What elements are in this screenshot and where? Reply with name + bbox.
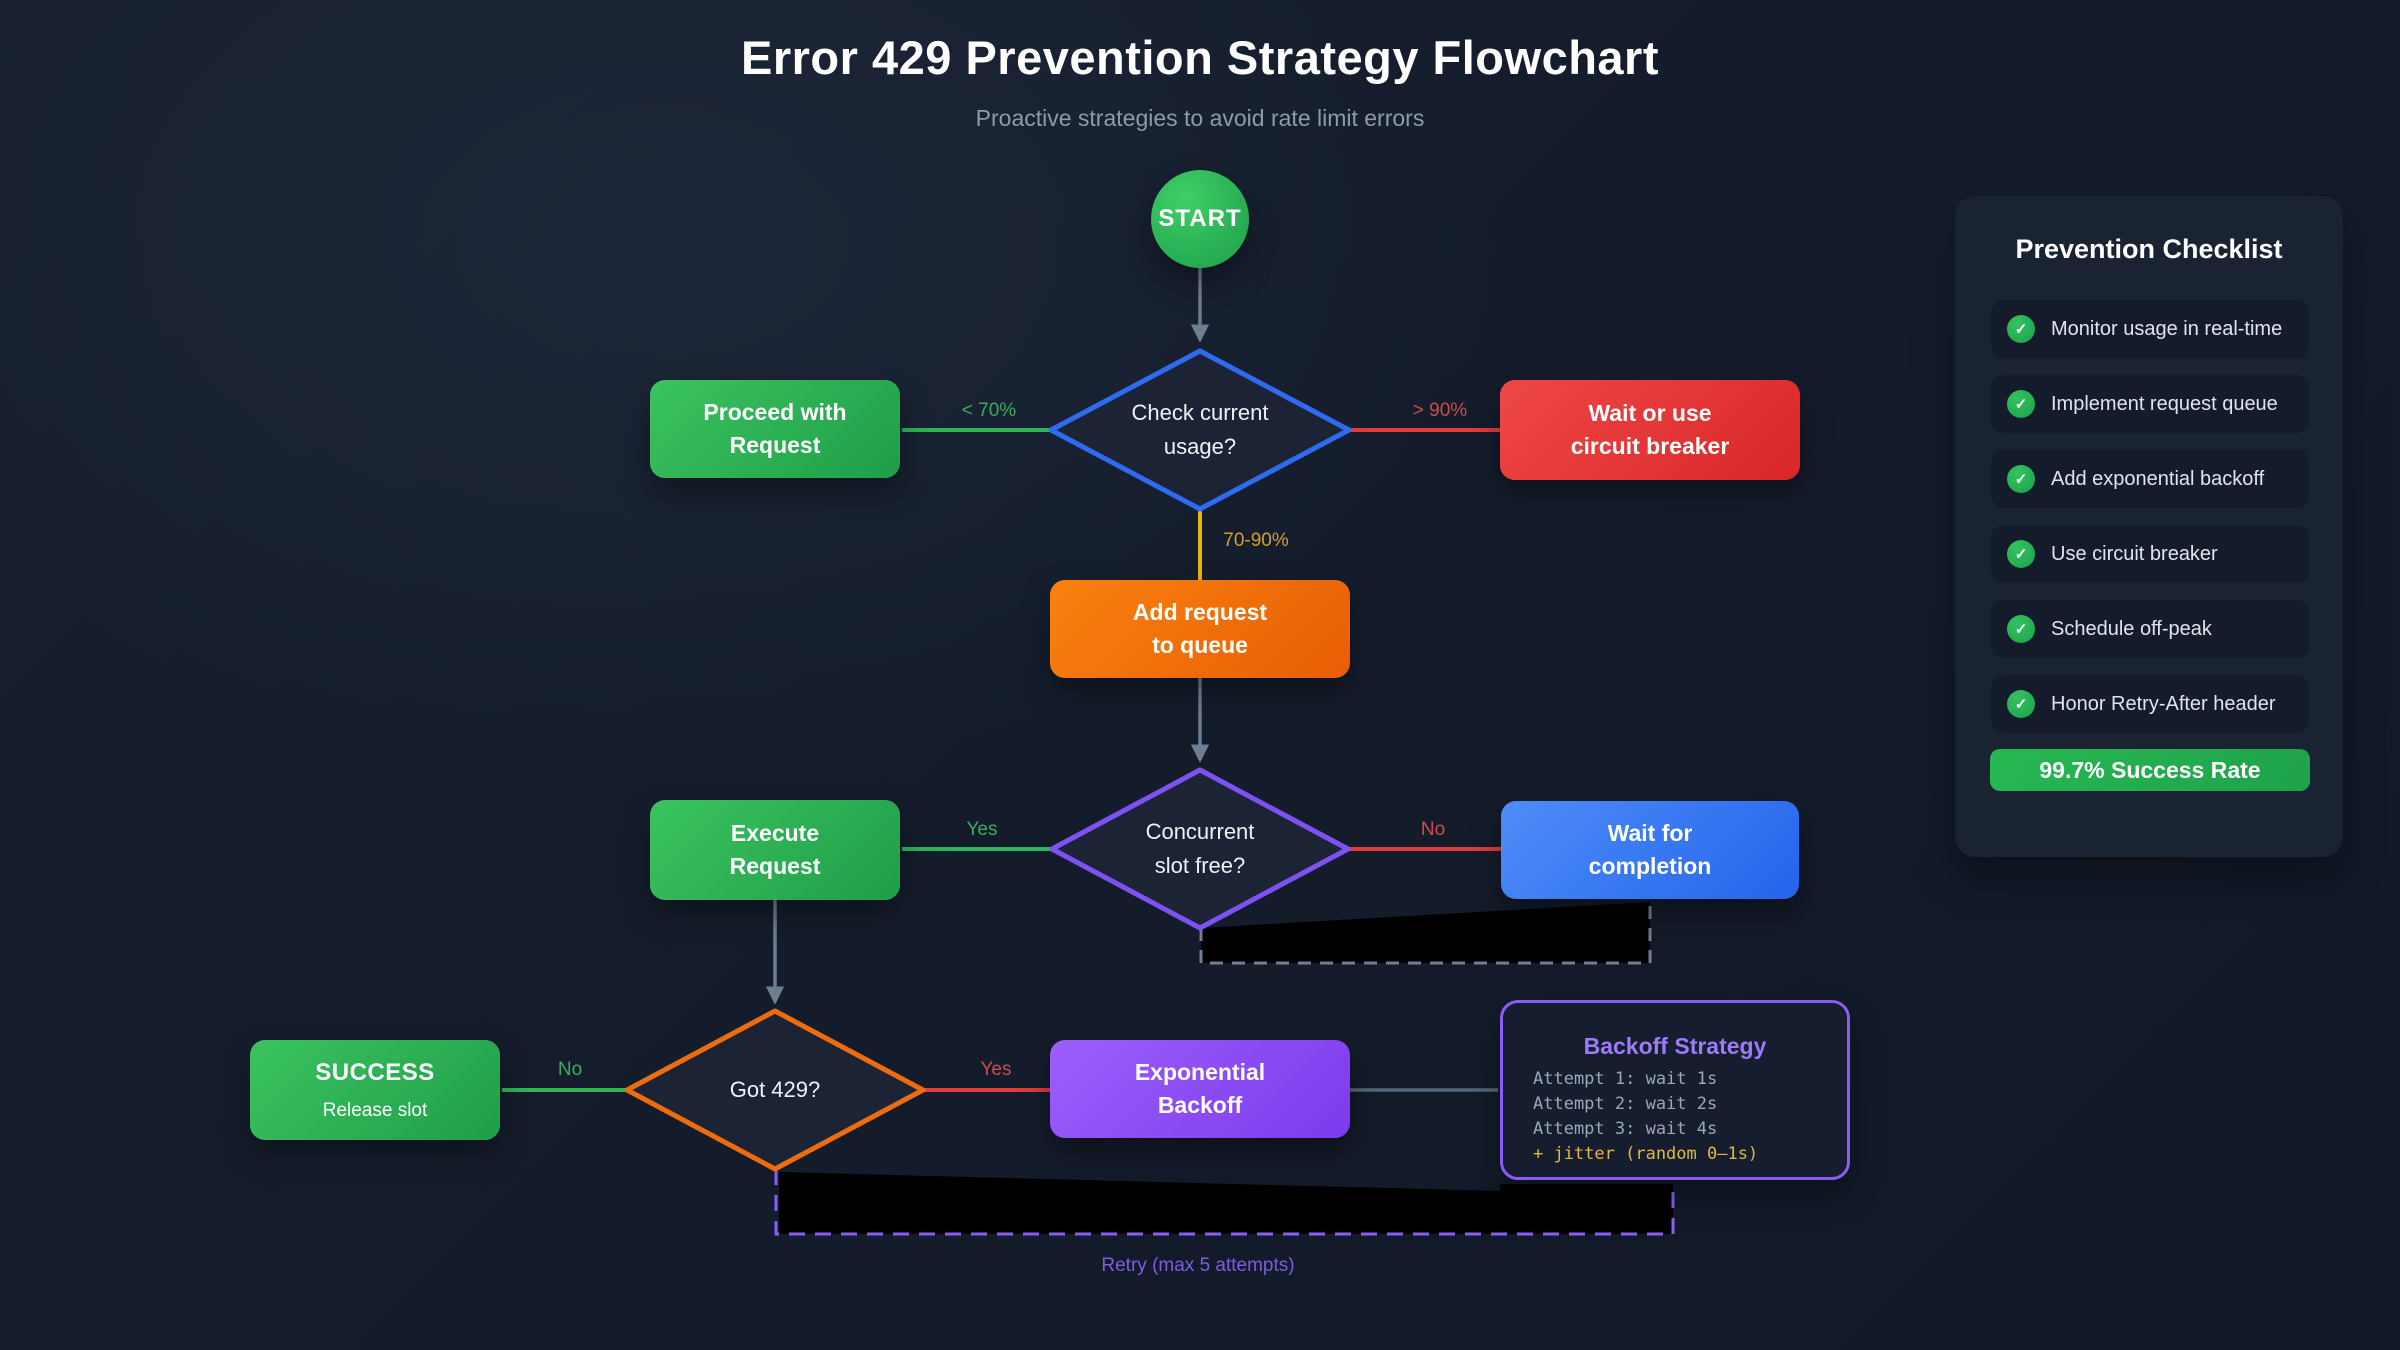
checklist-item-label: Monitor usage in real-time (2051, 317, 2283, 340)
checklist-item-label: Schedule off-peak (2051, 617, 2212, 640)
edge-label-yes-slot: Yes (966, 819, 998, 840)
backoff-strategy-panel: Backoff Strategy Attempt 1: wait 1s Atte… (1500, 1000, 1850, 1180)
start-node-label: START (1158, 205, 1242, 232)
retry-loop-region (779, 1172, 1673, 1234)
checklist-item-schedule-offpeak[interactable]: ✓ Schedule off-peak (1991, 600, 2309, 658)
check-icon: ✓ (2007, 390, 2035, 418)
edge-label-lt70: < 70% (961, 400, 1017, 421)
checklist-item-label: Use circuit breaker (2051, 542, 2218, 565)
backoff-jitter-line: + jitter (random 0–1s) (1533, 1144, 1759, 1164)
check-icon: ✓ (2007, 315, 2035, 343)
success-rate-badge: 99.7% Success Rate (1990, 749, 2310, 791)
edge-label-no-slot: No (1420, 819, 1446, 840)
check-glyph: ✓ (2014, 396, 2028, 413)
checklist-item-circuit-breaker[interactable]: ✓ Use circuit breaker (1991, 525, 2309, 583)
check-icon: ✓ (2007, 540, 2035, 568)
checklist-item-label: Honor Retry-After header (2051, 692, 2276, 715)
check-glyph: ✓ (2014, 696, 2028, 713)
edge-label-gt90: > 90% (1412, 400, 1468, 421)
execute-node: Execute Request (650, 800, 900, 900)
diamond-check-usage (1048, 348, 1352, 512)
checklist-item-label: Implement request queue (2051, 392, 2278, 415)
edge-label-70-90: 70-90% (1223, 530, 1289, 551)
check-glyph: ✓ (2014, 321, 2028, 338)
check-glyph: ✓ (2014, 471, 2028, 488)
wait-completion-node: Wait for completion (1501, 801, 1799, 899)
completion-loop-dashed-path (1199, 901, 1652, 965)
success-node-subtitle: Release slot (322, 1099, 428, 1121)
queue-node: Add request to queue (1050, 580, 1350, 678)
success-node: SUCCESS Release slot (250, 1040, 500, 1140)
backoff-attempt-1: Attempt 1: wait 1s (1533, 1069, 1718, 1089)
prevention-checklist-title: Prevention Checklist (2015, 234, 2283, 264)
got429-label: Got 429? (729, 1076, 821, 1102)
slot-free-label: Concurrent slot free? (1145, 818, 1255, 878)
retry-loop-label: Retry (max 5 attempts) (1101, 1255, 1295, 1276)
checklist-item-request-queue[interactable]: ✓ Implement request queue (1991, 375, 2309, 433)
check-icon: ✓ (2007, 465, 2035, 493)
start-node: START (1151, 170, 1249, 268)
proceed-node: Proceed with Request (650, 380, 900, 478)
check-icon: ✓ (2007, 690, 2035, 718)
backoff-node: Exponential Backoff (1050, 1040, 1350, 1138)
edge-label-yes-429: Yes (980, 1059, 1012, 1080)
page-subtitle: Proactive strategies to avoid rate limit… (975, 105, 1425, 131)
wait-circuit-node: Wait or use circuit breaker (1500, 380, 1800, 480)
check-icon: ✓ (2007, 615, 2035, 643)
page-title: Error 429 Prevention Strategy Flowchart (740, 31, 1659, 84)
diamond-slot-free (1049, 767, 1351, 931)
success-node-title: SUCCESS (315, 1058, 435, 1086)
checklist-item-label: Add exponential backoff (2051, 467, 2265, 490)
check-glyph: ✓ (2014, 621, 2028, 638)
check-glyph: ✓ (2014, 546, 2028, 563)
checklist-item-retry-after[interactable]: ✓ Honor Retry-After header (1991, 675, 2309, 733)
checklist-item-monitor-usage[interactable]: ✓ Monitor usage in real-time (1991, 300, 2309, 358)
check-usage-label: Check current usage? (1131, 399, 1269, 459)
retry-loop-dashed-path (774, 1169, 1675, 1236)
prevention-checklist-panel: Prevention Checklist ✓ Monitor usage in … (1955, 196, 2343, 857)
backoff-attempt-2: Attempt 2: wait 2s (1533, 1094, 1718, 1114)
completion-loop-region (1201, 902, 1650, 963)
checklist-item-exponential-backoff[interactable]: ✓ Add exponential backoff (1991, 450, 2309, 508)
edge-label-no-429: No (557, 1059, 583, 1080)
backoff-strategy-title: Backoff Strategy (1583, 1033, 1767, 1059)
backoff-attempt-3: Attempt 3: wait 4s (1533, 1119, 1718, 1139)
diamond-got429 (624, 1008, 926, 1172)
